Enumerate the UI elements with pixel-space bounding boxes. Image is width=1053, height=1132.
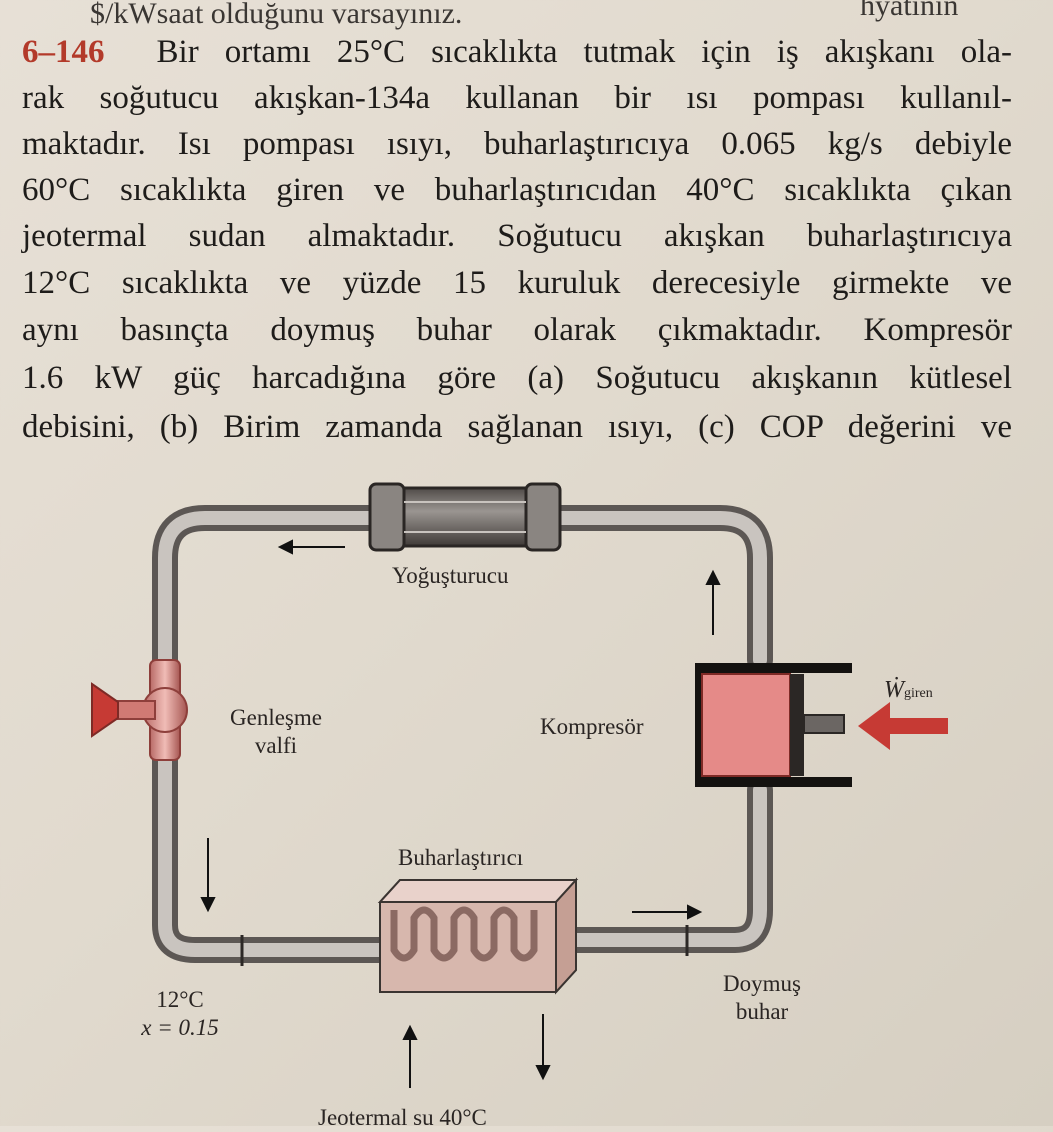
problem-line-4: 60°C sıcaklıkta giren ve buharlaştırıcıd… <box>22 172 1012 208</box>
expansion-valve-label: Genleşme valfi <box>230 705 322 758</box>
problem-line-9: debisini, (b) Birim zamanda sağlanan ısı… <box>22 409 1012 445</box>
evaporator-label: Buharlaştırıcı <box>398 845 524 870</box>
problem-line-5: jeotermal sudan almaktadır. Soğutucu akı… <box>22 218 1012 254</box>
condenser-label: Yoğuşturucu <box>392 563 509 588</box>
header-right-fragment: hyatının <box>860 0 959 22</box>
work-input-label: Ẇgiren <box>884 677 933 703</box>
heat-pump-diagram: Yoğuşturucu Genleşme valfi Kompresör Ẇgi… <box>0 470 1053 1130</box>
pipe-joints <box>240 925 689 966</box>
evaporator-inlet-state: 12°C x = 0.15 <box>141 987 219 1040</box>
problem-number: 6–146 <box>22 34 105 70</box>
expansion-valve <box>91 659 188 761</box>
header-fragment: $/kWsaat olduğunu varsayınız. <box>90 0 463 30</box>
condenser <box>368 482 562 552</box>
geothermal-water-label: Jeotermal su 40°C <box>318 1105 487 1130</box>
problem-line-1: 6–146 Bir ortamı 25°C sıcaklıkta tutmak … <box>22 34 1013 70</box>
compressor-label: Kompresör <box>540 714 644 739</box>
refrigerant-pipe-loop <box>152 505 773 963</box>
problem-line-3: maktadır. Isı pompası ısıyı, buharlaştır… <box>22 126 1012 162</box>
problem-line-8: 1.6 kW güç harcadığına göre (a) Soğutucu… <box>22 360 1012 396</box>
work-input-arrow <box>858 702 948 750</box>
flow-arrows <box>200 539 721 1088</box>
heat-pump-schematic <box>91 482 948 1088</box>
problem-line-6: 12°C sıcaklıkta ve yüzde 15 kuruluk dere… <box>22 265 1012 301</box>
problem-line-7: aynı basınçta doymuş buhar olarak çıkmak… <box>22 312 1012 348</box>
evaporator-outlet-state: Doymuş buhar <box>723 971 801 1024</box>
evaporator <box>377 877 579 995</box>
problem-line-2: rak soğutucu akışkan-134a kullanan bir ı… <box>22 80 1012 116</box>
compressor <box>695 663 852 787</box>
